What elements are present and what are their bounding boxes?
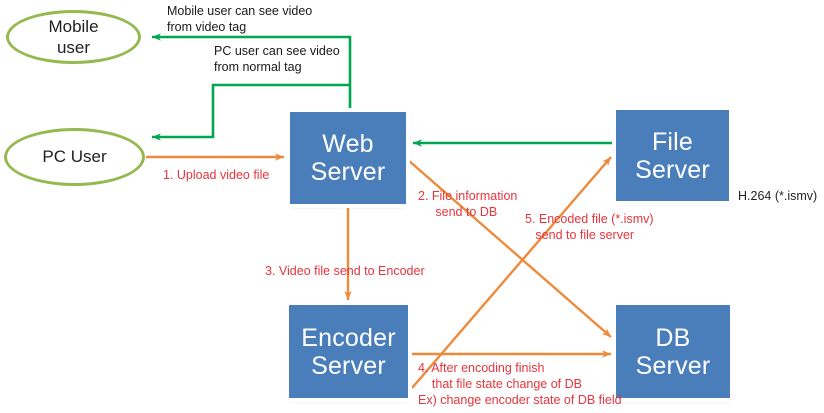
node-web-server-line1: Web xyxy=(322,130,374,158)
node-encoder-server-line2: Server xyxy=(311,351,386,380)
node-db-server[interactable]: DB Server xyxy=(616,305,730,398)
edge-label-file-info: 2. File information send to DB xyxy=(418,189,518,219)
node-web-server[interactable]: Web Server xyxy=(290,112,406,204)
edge-label-after-encoding: 4. After encoding finish that file state… xyxy=(418,361,622,407)
node-pc-user[interactable]: PC User xyxy=(4,128,145,186)
node-pc-user-line1: PC User xyxy=(42,147,107,167)
node-db-server-line2: Server xyxy=(635,351,711,380)
node-file-server-line1: File xyxy=(651,127,694,156)
edge-label-mobile-tag: Mobile user can see video from video tag xyxy=(167,4,313,34)
node-db-server-line1: DB xyxy=(655,323,691,352)
edge-file-info xyxy=(407,159,612,338)
node-file-server-line2: Server xyxy=(635,155,710,184)
edge-label-pc-tag: PC user can see video from normal tag xyxy=(214,44,340,74)
node-web-server-line2: Server xyxy=(310,158,386,186)
edge-label-upload: 1. Upload video file xyxy=(163,168,270,182)
codec-label: H.264 (*.ismv) xyxy=(738,189,818,203)
edge-label-video-send: 3. Video file send to Encoder xyxy=(265,264,425,278)
node-mobile-user-line2: user xyxy=(56,38,91,57)
edge-label-encoded-file: 5. Encoded file (*.ismv) send to file se… xyxy=(525,212,654,242)
node-encoder-server[interactable]: Encoder Server xyxy=(289,305,408,398)
node-encoder-server-line1: Encoder xyxy=(301,323,396,352)
node-mobile-user-line1: Mobile xyxy=(48,16,99,36)
node-file-server[interactable]: File Server xyxy=(616,110,729,201)
node-mobile-user[interactable]: Mobile user xyxy=(6,10,141,64)
